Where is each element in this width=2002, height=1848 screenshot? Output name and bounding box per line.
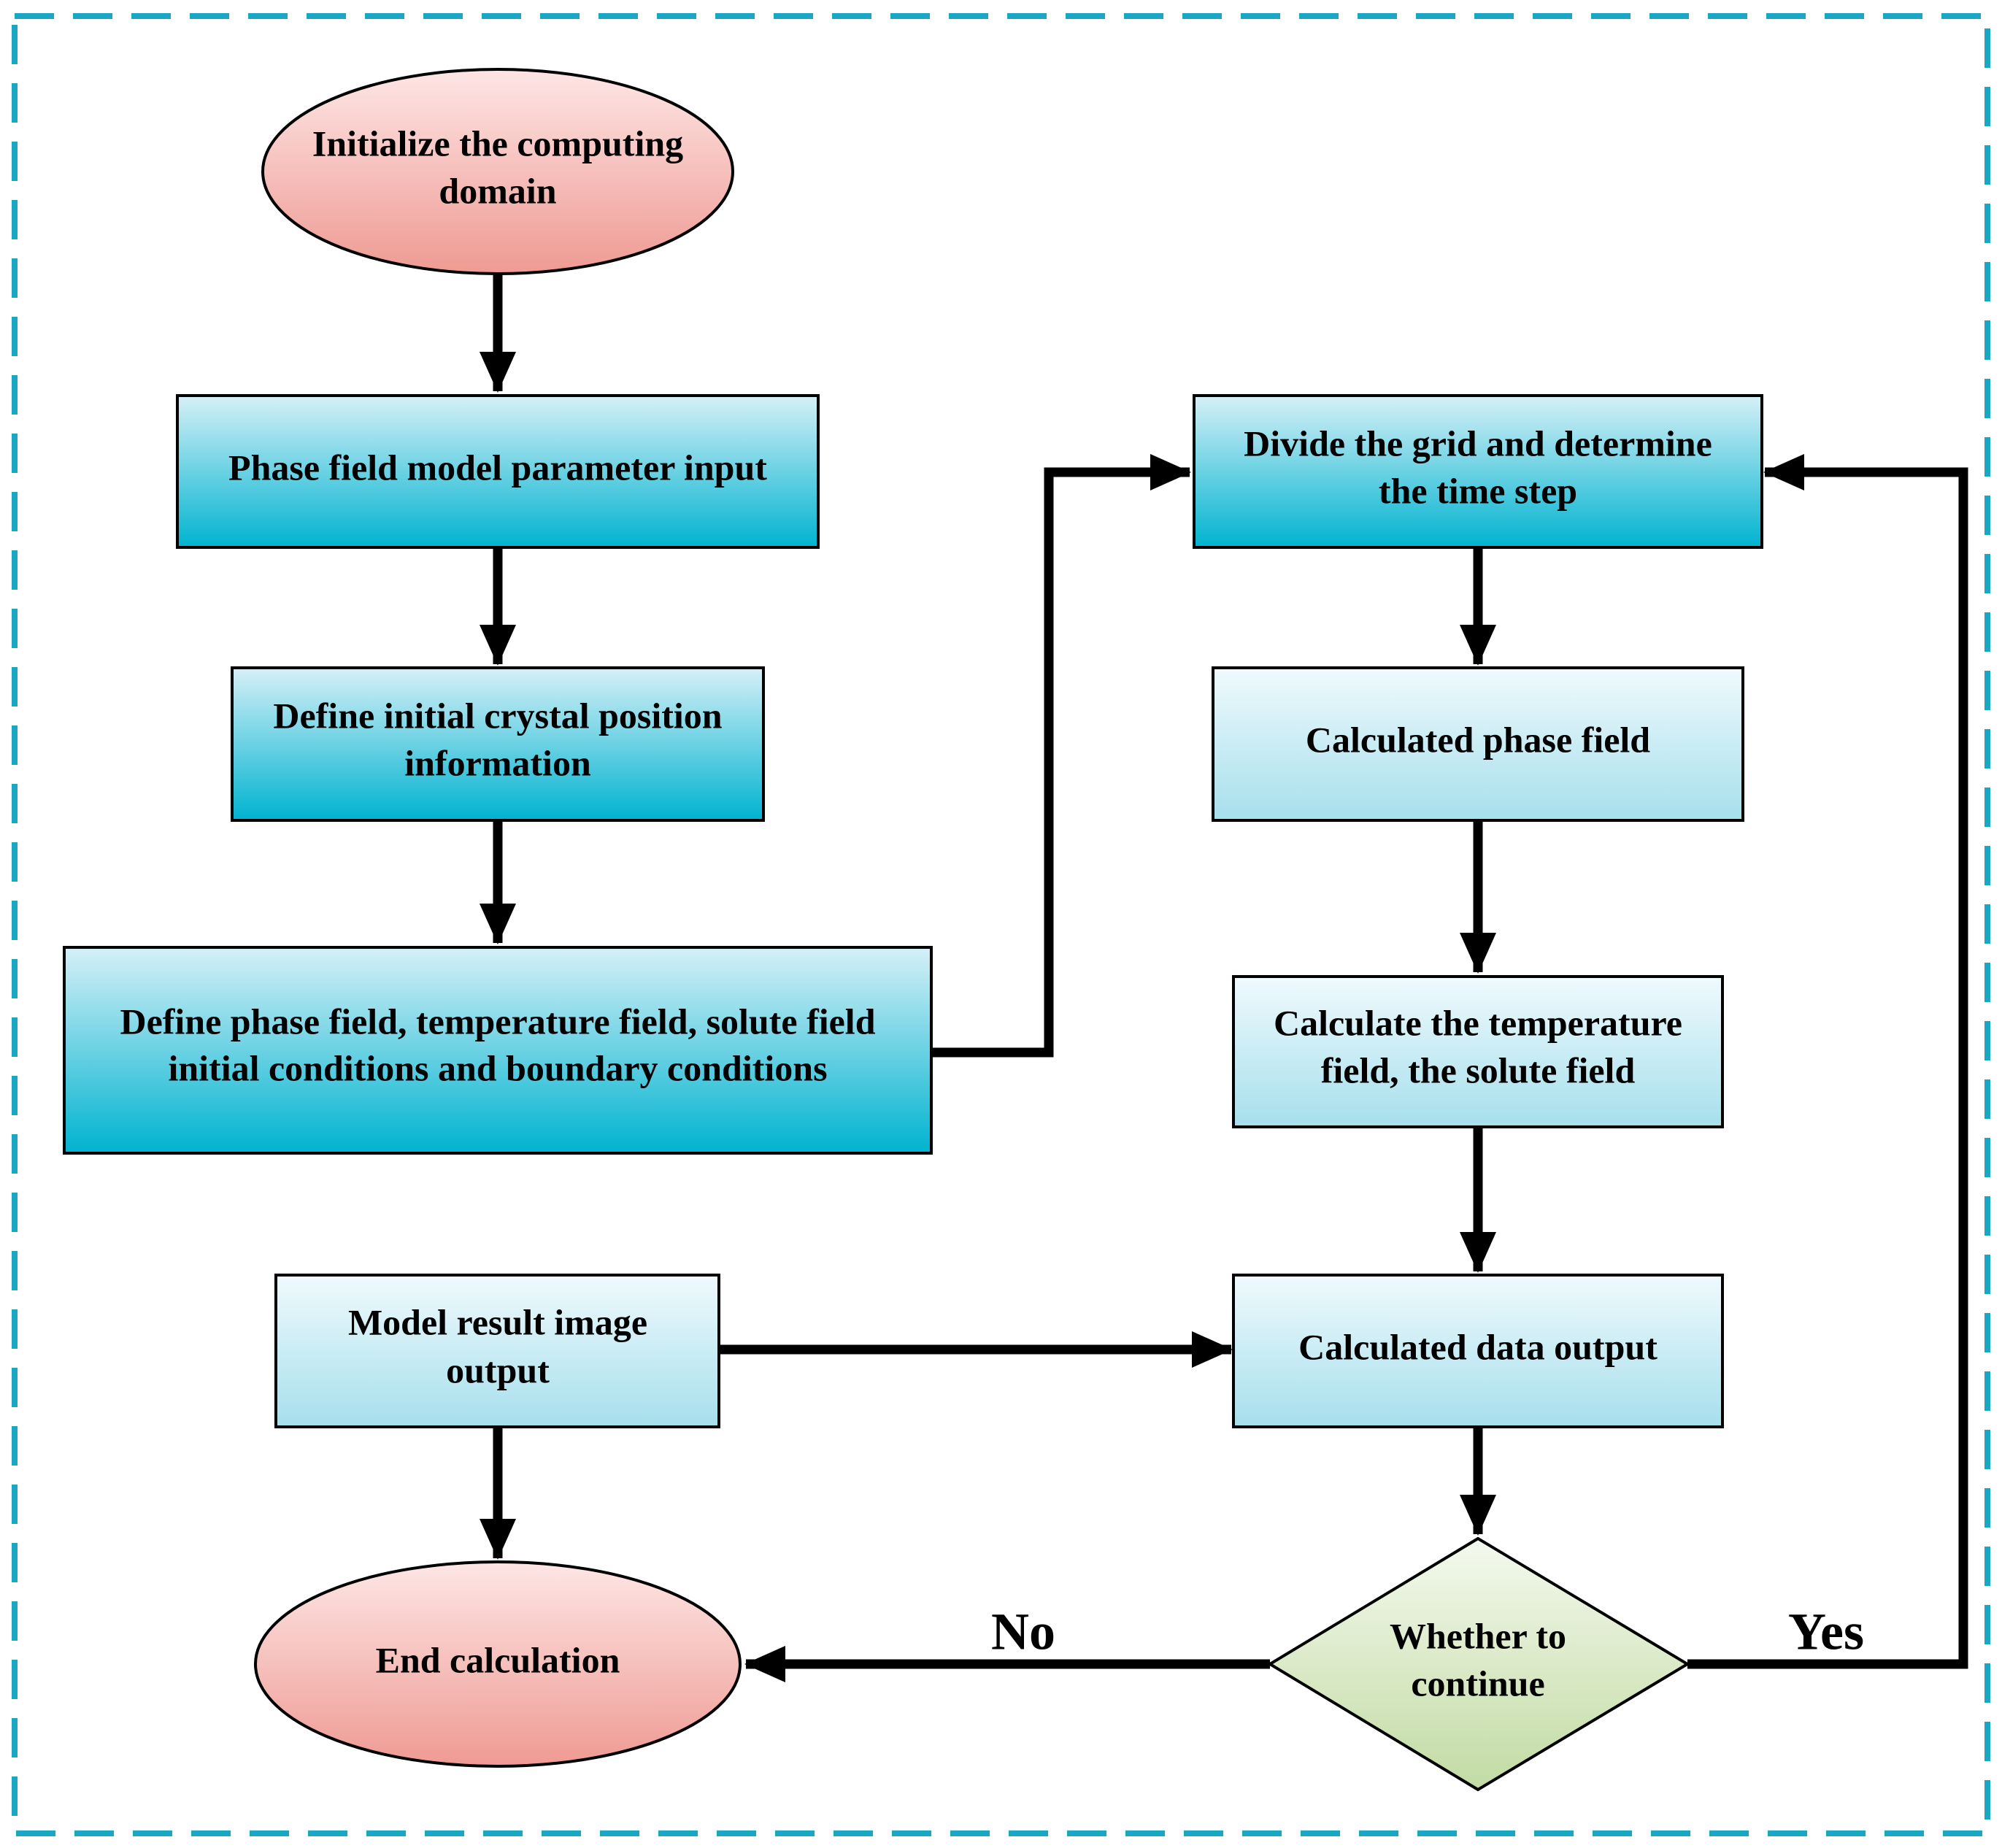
end-node-line-1: End calculation bbox=[376, 1639, 620, 1680]
initial-conditions-node-line-1: Define phase field, temperature field, s… bbox=[120, 1001, 875, 1042]
start-node-shape bbox=[261, 68, 734, 275]
edge-initial-conditions-to-divide-grid bbox=[931, 454, 1191, 1058]
start-node-line-1: Initialize the computing bbox=[312, 123, 683, 163]
calc-temp-solute-node-shape bbox=[1232, 975, 1724, 1128]
data-output-node-shape bbox=[1232, 1274, 1724, 1428]
end-node: End calculation bbox=[254, 1560, 742, 1768]
image-output-node: Model result image output bbox=[274, 1274, 720, 1428]
decision-node: Whether to continue bbox=[1267, 1536, 1690, 1792]
data-output-node: Calculated data output bbox=[1232, 1274, 1724, 1428]
crystal-position-node-line-2: information bbox=[404, 742, 591, 783]
decision-node-shape bbox=[1267, 1536, 1690, 1792]
edge-decision-yes-to-divide-grid bbox=[1687, 454, 1968, 1669]
initial-conditions-node-line-2: initial conditions and boundary conditio… bbox=[168, 1047, 827, 1088]
connectors bbox=[480, 274, 1968, 1682]
divide-grid-node-shape bbox=[1193, 394, 1763, 549]
decision-node-line-2: continue bbox=[1411, 1663, 1544, 1703]
divide-grid-node-line-2: the time step bbox=[1379, 470, 1577, 511]
start-node: Initialize the computing domain bbox=[261, 68, 734, 275]
initial-conditions-node-shape bbox=[63, 946, 933, 1155]
initial-conditions-node: Define phase field, temperature field, s… bbox=[63, 946, 933, 1155]
calc-phase-node-shape bbox=[1212, 666, 1744, 822]
image-output-node-line-1: Model result image bbox=[348, 1301, 647, 1342]
crystal-position-node-shape bbox=[231, 666, 765, 822]
param-input-node: Phase field model parameter input bbox=[176, 394, 820, 549]
image-output-node-line-2: output bbox=[446, 1350, 550, 1390]
param-input-node-line-1: Phase field model parameter input bbox=[228, 447, 767, 488]
calc-phase-node-line-1: Calculated phase field bbox=[1306, 719, 1650, 760]
decision-node-line-1: Whether to bbox=[1390, 1615, 1566, 1656]
branch-label-yes: Yes bbox=[1788, 1603, 1864, 1661]
calc-temp-solute-node-line-1: Calculate the temperature bbox=[1274, 1002, 1682, 1043]
start-node-line-2: domain bbox=[439, 170, 556, 211]
crystal-position-node: Define initial crystal position informat… bbox=[231, 666, 765, 822]
outer-dashed-frame bbox=[12, 13, 1990, 1836]
data-output-node-line-1: Calculated data output bbox=[1298, 1326, 1658, 1367]
calc-phase-node: Calculated phase field bbox=[1212, 666, 1744, 822]
calc-temp-solute-node-line-2: field, the solute field bbox=[1321, 1050, 1636, 1090]
divide-grid-node-line-1: Divide the grid and determine bbox=[1244, 423, 1712, 463]
end-node-shape bbox=[254, 1560, 742, 1768]
divide-grid-node: Divide the grid and determine the time s… bbox=[1193, 394, 1763, 549]
calc-temp-solute-node: Calculate the temperature field, the sol… bbox=[1232, 975, 1724, 1128]
image-output-node-shape bbox=[274, 1274, 720, 1428]
branch-label-no: No bbox=[991, 1603, 1055, 1661]
crystal-position-node-line-1: Define initial crystal position bbox=[273, 695, 722, 736]
param-input-node-shape bbox=[176, 394, 820, 549]
